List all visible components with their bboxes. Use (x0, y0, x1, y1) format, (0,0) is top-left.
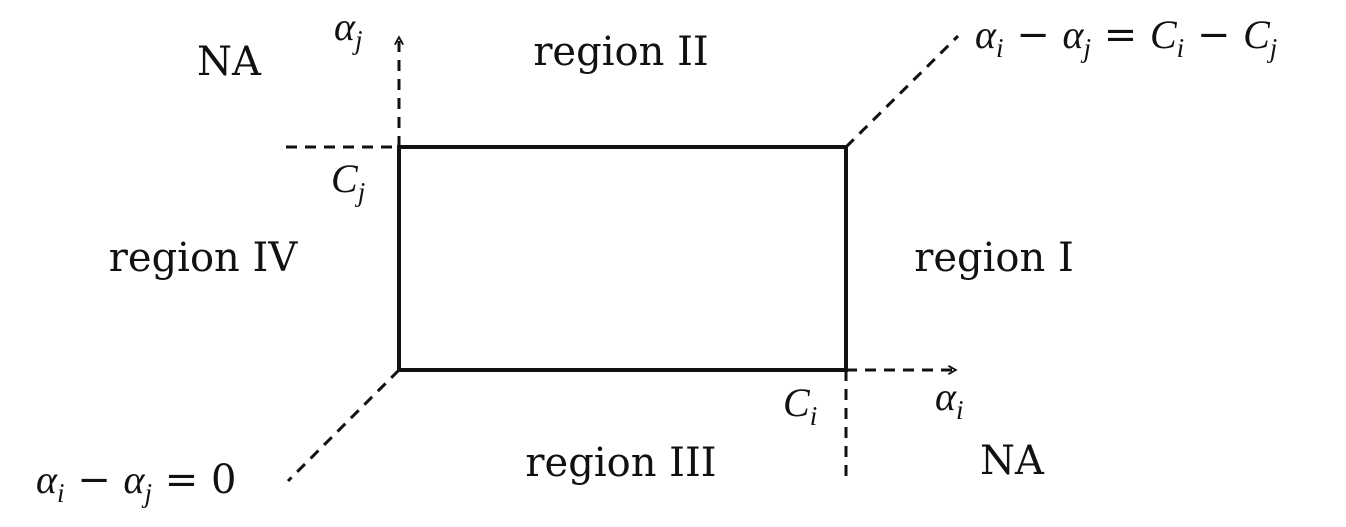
region-ii-label: region II (533, 29, 708, 75)
na-label-top-left: NA (197, 39, 262, 85)
feasible-box (397, 145, 848, 372)
c-i-label: Ci (783, 380, 817, 431)
region-iv-label: region IV (109, 235, 299, 281)
lower-diagonal-line (286, 368, 401, 483)
c-j-label: Cj (331, 156, 365, 207)
na-label-bottom-right: NA (980, 438, 1045, 484)
lower-diagonal-equation: αi − αj = 0 (36, 457, 236, 508)
alpha-i-axis-label: αi (935, 374, 964, 425)
region-iii-label: region III (525, 440, 716, 486)
upper-diagonal-line (844, 34, 960, 149)
alpha-j-axis-label: αj (334, 4, 363, 55)
upper-diagonal-equation: αi − αj = Ci − Cj (975, 12, 1277, 63)
region-i-label: region I (914, 235, 1074, 281)
